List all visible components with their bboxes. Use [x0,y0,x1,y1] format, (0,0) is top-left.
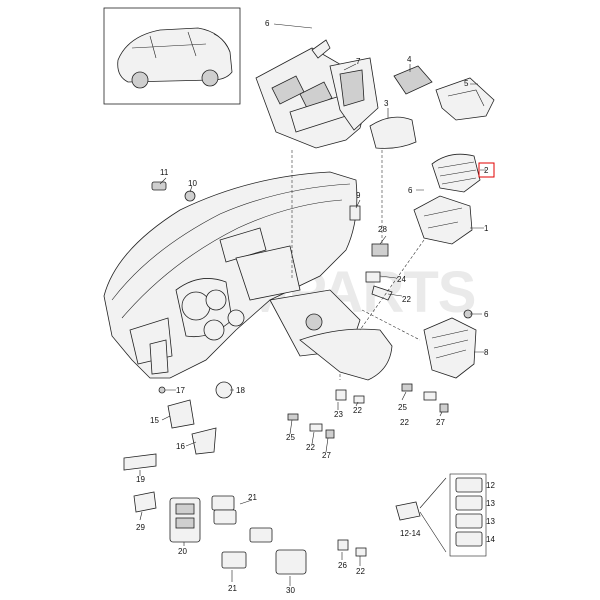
small-part-19 [123,453,157,471]
callout-c23: 23 [334,410,343,419]
callout-c1214: 12-14 [400,529,421,538]
small-part-15 [167,399,195,429]
callout-c12: 12 [486,481,495,490]
callout-c21b: 21 [228,584,237,593]
part-5 [435,77,495,121]
small-part-22d [423,391,437,401]
callout-c22d: 22 [400,418,409,427]
callout-c5: 5 [464,79,469,88]
vehicle-thumbnail [103,7,241,105]
callout-c27b: 27 [436,418,445,427]
callout-c19: 19 [136,475,145,484]
highlight-box-part-2 [478,162,495,178]
small-part-18 [215,381,233,399]
small-part-17 [158,386,166,394]
small-part-29 [133,491,157,513]
callout-c15: 15 [150,416,159,425]
small-part-25a [287,413,299,421]
callout-c21a: 21 [248,493,257,502]
dashboard [103,171,393,381]
callout-c28: 28 [378,225,387,234]
part-3 [369,116,417,149]
callout-c1: 1 [484,224,489,233]
callout-c6a: 6 [265,19,270,28]
callout-c9: 9 [356,191,361,200]
small-part-25b [401,383,413,392]
callout-c6c: 6 [484,310,489,319]
small-part-23 [335,389,347,401]
callout-c6b: 6 [408,186,413,195]
callout-c17: 17 [176,386,185,395]
part-8 [423,317,477,379]
callout-c22a: 22 [402,295,411,304]
callout-c20: 20 [178,547,187,556]
callout-labels: 6 7 4 5 3 2 6 1 11 10 9 28 24 22 6 8 17 … [136,19,495,595]
callout-c27a: 27 [322,451,331,460]
callout-c2: 2 [484,166,489,175]
callout-c29: 29 [136,523,145,532]
small-part-9 [349,205,361,221]
callout-c16: 16 [176,442,185,451]
small-part-22c [353,395,365,404]
switch-21a [211,495,273,543]
switch-panel-20 [169,497,201,543]
callout-c22c: 22 [306,443,315,452]
callout-c8: 8 [484,348,489,357]
small-part-24 [365,271,381,283]
callout-c13b: 13 [486,517,495,526]
part-1 [413,195,473,245]
part-2 [431,153,481,193]
callout-c14: 14 [486,535,495,544]
small-part-27b [439,403,449,413]
small-part-22e [355,547,367,557]
callout-c11: 11 [160,168,169,177]
small-part-28 [371,243,389,257]
callout-c25a: 25 [286,433,295,442]
switch-30 [275,549,307,575]
upper-console [255,39,379,149]
small-part-10 [184,190,196,202]
callout-c26: 26 [338,561,347,570]
callout-c13a: 13 [486,499,495,508]
switch-stack [395,473,487,557]
small-part-27a [325,429,335,439]
callout-c25b: 25 [398,403,407,412]
small-part-11 [151,181,167,191]
callout-c30: 30 [286,586,295,595]
callout-c18: 18 [236,386,245,395]
callout-c3: 3 [384,99,389,108]
small-part-22b [309,423,323,432]
callout-c24: 24 [397,275,406,284]
small-part-22a [371,285,393,301]
small-part-16 [191,427,217,455]
small-part-26 [337,539,349,551]
callout-c22e: 22 [356,567,365,576]
callout-c4: 4 [407,55,412,64]
callout-c10: 10 [188,179,197,188]
part-4 [393,65,433,95]
switch-21b [221,551,247,569]
callout-c22b: 22 [353,406,362,415]
callout-c7: 7 [356,57,361,66]
